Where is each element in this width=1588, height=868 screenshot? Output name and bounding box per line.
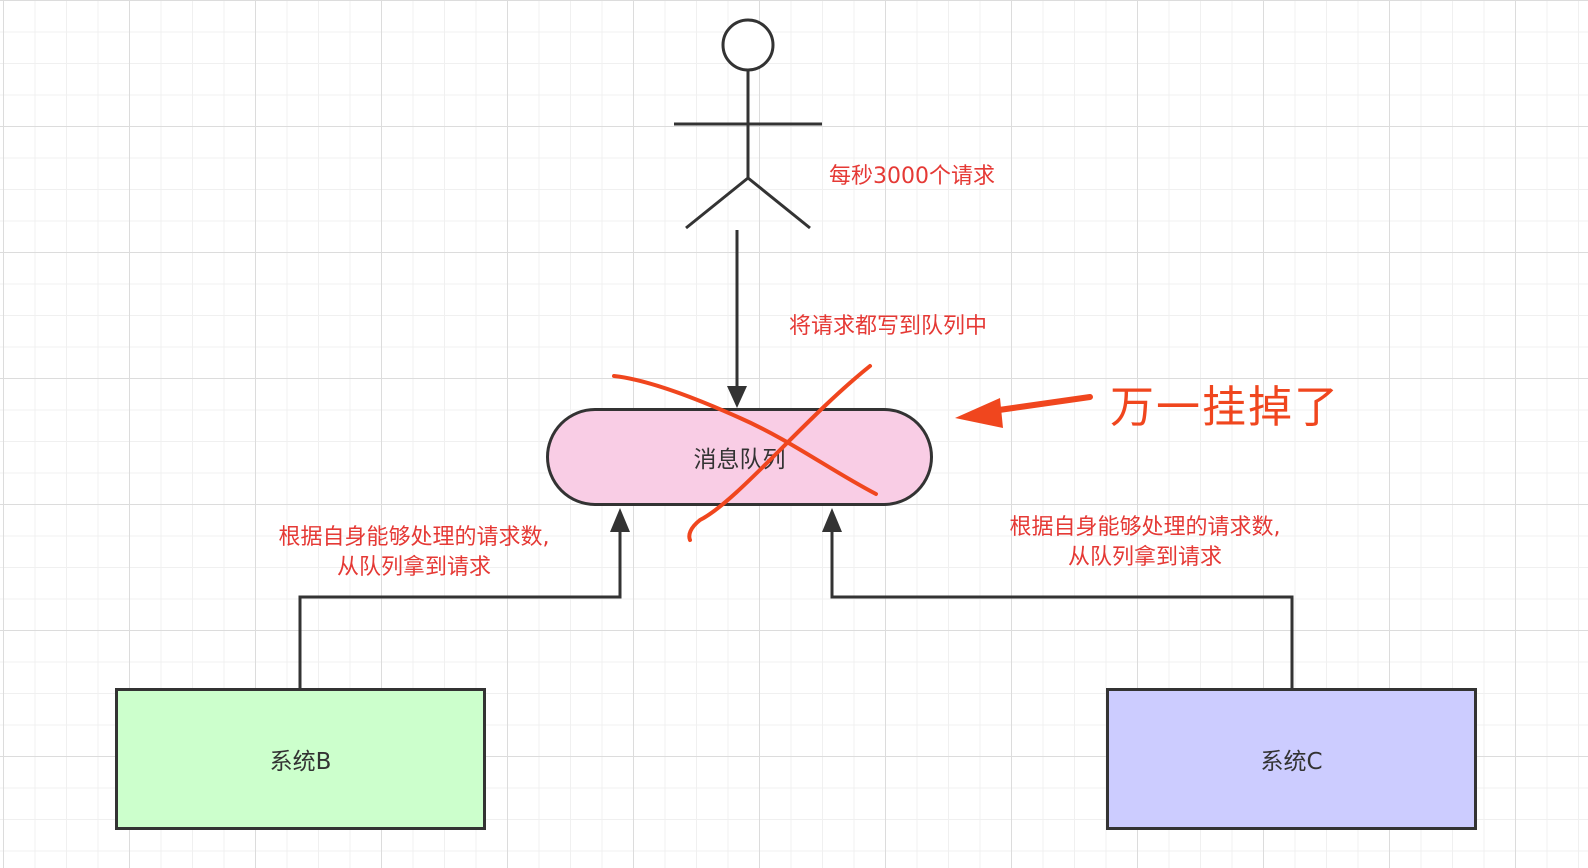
user-actor-icon	[674, 18, 822, 230]
connector-system-c-to-queue	[822, 508, 1294, 688]
system-c-node: 系统C	[1106, 688, 1477, 830]
connector-system-b-to-queue	[298, 508, 630, 688]
red-cross-out-icon	[612, 364, 878, 542]
write-to-queue-note: 将请求都写到队列中	[789, 314, 988, 339]
system-c-label: 系统C	[1260, 749, 1323, 775]
actor-right-leg	[747, 176, 811, 230]
arrow-user-to-queue	[727, 230, 747, 408]
actor-left-leg	[685, 176, 749, 230]
system-b-label: 系统B	[269, 749, 332, 775]
request-rate-note: 每秒3000个请求	[829, 164, 995, 189]
system-c-pull-note-line-1: 根据自身能够处理的请求数,	[1009, 515, 1281, 540]
red-pointer-arrow-icon	[955, 394, 1093, 428]
system-b-node: 系统B	[115, 688, 486, 830]
system-b-pull-note-line-2: 从队列拿到请求	[336, 555, 491, 580]
system-b-pull-note-line-1: 根据自身能够处理的请求数,	[278, 525, 550, 550]
system-c-pull-note-line-2: 从队列拿到请求	[1067, 545, 1222, 570]
system-b-pull-note: 根据自身能够处理的请求数, 从队列拿到请求	[254, 523, 574, 583]
system-c-pull-note: 根据自身能够处理的请求数, 从队列拿到请求	[985, 513, 1305, 573]
failure-note: 万一挂掉了	[1110, 382, 1340, 433]
